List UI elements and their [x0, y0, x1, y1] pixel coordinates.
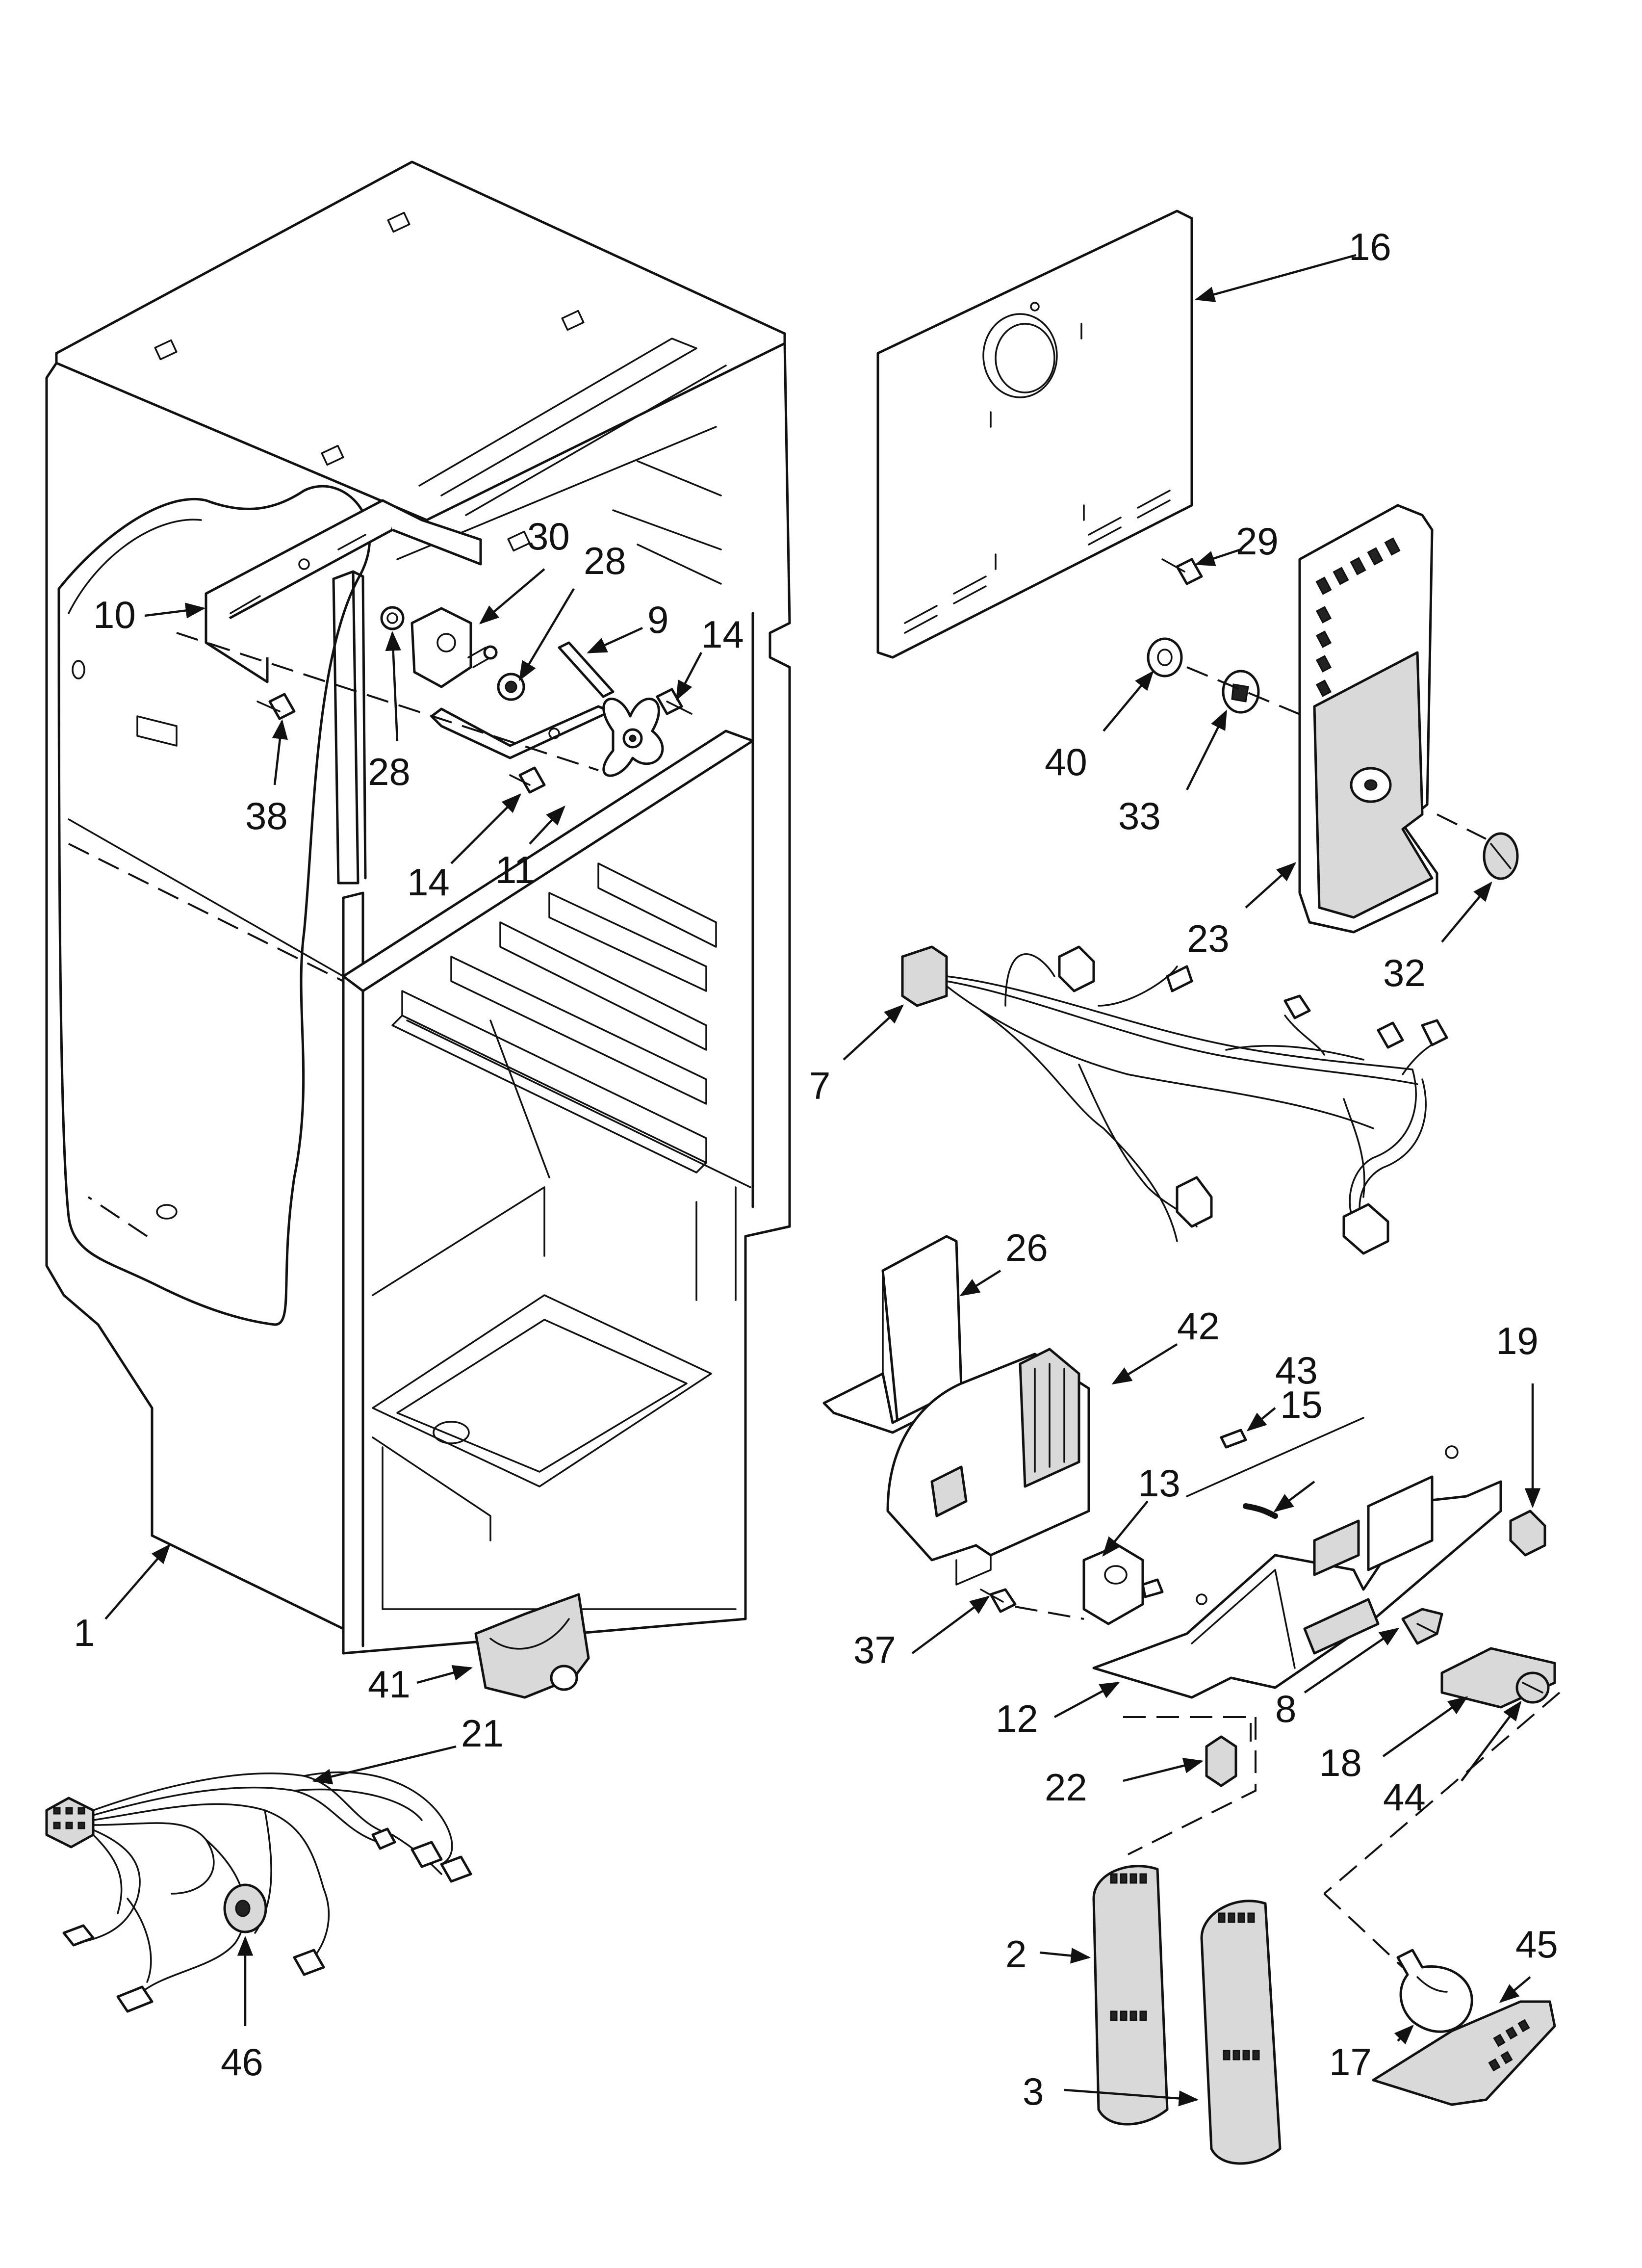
callout-21: 21: [461, 1712, 504, 1755]
callout-2: 2: [1005, 1932, 1026, 1976]
callout-17: 17: [1329, 2040, 1372, 2084]
callout-38: 38: [245, 794, 288, 837]
callout-29: 29: [1236, 520, 1279, 563]
part-45-shield: [1372, 2000, 1556, 2106]
part-44-socket: [1515, 1671, 1550, 1704]
callout-labels: 1 2 3 7 8 9 10 11 12 13 14 14 15 16 17 1…: [74, 225, 1558, 2113]
part-14-screws: [509, 688, 693, 794]
part-43-bulb: [1220, 1429, 1247, 1449]
part-19-switch: [1509, 1510, 1546, 1557]
callout-23: 23: [1187, 917, 1230, 960]
callout-7: 7: [809, 1064, 830, 1107]
part-32-knob: [1483, 832, 1519, 880]
callout-9: 9: [647, 598, 668, 641]
callout-43: 43: [1275, 1349, 1318, 1392]
callout-33: 33: [1118, 794, 1161, 837]
part-7-wire-harness: [901, 945, 1448, 1255]
callout-13: 13: [1138, 1461, 1180, 1505]
callout-32: 32: [1383, 951, 1426, 994]
part-33-damper: [1222, 670, 1260, 714]
part-41-bracket: [474, 1593, 590, 1699]
part-10-bracket: [205, 499, 482, 683]
callout-14a: 14: [701, 613, 744, 656]
part-16-rear-panel: [876, 209, 1193, 659]
part-46-plug: [223, 1883, 267, 1933]
callout-28b: 28: [368, 750, 410, 793]
part-29-screw: [1161, 558, 1203, 585]
part-38-screw: [257, 693, 296, 720]
callout-37: 37: [853, 1628, 896, 1671]
callout-28a: 28: [584, 539, 626, 582]
callout-18: 18: [1319, 1741, 1362, 1784]
part-13-thermostat: [1082, 1544, 1164, 1625]
part-12-light-housing: [1092, 1445, 1502, 1699]
part-17-bulb: [1396, 1949, 1473, 2033]
part-3-cover: [1200, 1900, 1282, 2165]
part-40-gear: [1147, 637, 1183, 678]
part-15-tube: [1243, 1503, 1278, 1519]
callout-40: 40: [1045, 740, 1087, 783]
callout-30: 30: [527, 515, 570, 558]
callout-46: 46: [221, 2040, 263, 2084]
callout-42: 42: [1177, 1304, 1220, 1348]
callout-45: 45: [1515, 1923, 1558, 1966]
part-28-nut: [380, 606, 525, 701]
callout-14b: 14: [407, 860, 450, 904]
callout-44: 44: [1383, 1775, 1426, 1819]
part-22-switch: [1205, 1735, 1237, 1787]
part-37-screw: [980, 1588, 1017, 1613]
part-2-cover: [1092, 1865, 1169, 2126]
part-30-thermostat: [410, 607, 498, 688]
part-26-cover: [822, 1235, 963, 1434]
callout-8: 8: [1275, 1687, 1296, 1730]
callout-22: 22: [1045, 1766, 1087, 1809]
part-cabinet-liner: [45, 160, 791, 1655]
part-21-wire-harness: [45, 1771, 472, 2013]
part-23-air-duct: [1298, 504, 1438, 934]
callout-26: 26: [1005, 1226, 1048, 1269]
callout-41: 41: [368, 1663, 410, 1706]
callout-12: 12: [996, 1697, 1038, 1740]
callout-10: 10: [93, 593, 136, 636]
part-11-fan-blade: [602, 697, 664, 777]
part-42-control-housing: [886, 1348, 1090, 1586]
callout-15: 15: [1280, 1383, 1323, 1426]
part-8-socket: [1401, 1608, 1443, 1645]
callout-16: 16: [1349, 225, 1391, 268]
leader-arrows: [104, 254, 1541, 2107]
callout-1: 1: [74, 1611, 95, 1654]
callout-11: 11: [495, 848, 535, 891]
callout-19: 19: [1496, 1319, 1539, 1362]
callout-3: 3: [1023, 2070, 1044, 2113]
